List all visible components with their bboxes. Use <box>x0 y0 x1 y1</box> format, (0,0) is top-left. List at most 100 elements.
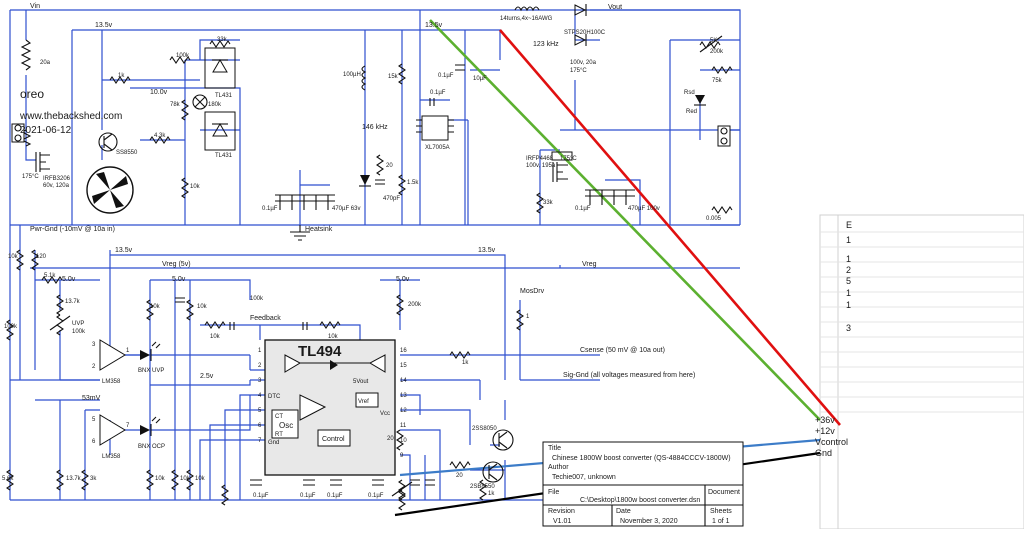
mosfet-icon <box>552 162 568 182</box>
sheet-cell: 1 <box>846 235 851 245</box>
pin-label: 14 <box>400 378 407 384</box>
mosfet-icon <box>35 152 50 172</box>
pin-label: 1 <box>258 348 262 354</box>
sheets-label: Sheets <box>710 508 732 515</box>
tl431-box <box>204 47 236 89</box>
net-2v5: 2.5v <box>200 373 214 380</box>
component-label: 0.1µF <box>430 90 446 96</box>
component-label: IRFP4468 <box>526 156 554 162</box>
block-label: Gnd <box>268 440 279 446</box>
component-label: 175°C <box>22 174 39 180</box>
component-label: 180k <box>208 102 222 108</box>
net-heatsink: Heatsink <box>305 226 333 233</box>
inductor-icon <box>514 6 540 12</box>
component-label: 1k <box>488 491 495 497</box>
component-label: 100k <box>4 324 18 330</box>
component-label: UVP <box>72 321 84 327</box>
component-label: 2SB8550 <box>470 484 495 490</box>
component-label: 75k <box>712 78 723 84</box>
component-label: 0.005 <box>706 216 722 222</box>
net-vout: Vout <box>608 4 622 11</box>
net-5vout: 5Vout <box>353 379 369 385</box>
spreadsheet-fragment: E 1 1 2 5 1 1 3 <box>819 214 1024 530</box>
lm358-comparator-a <box>99 339 126 371</box>
net-feedback: Feedback <box>250 315 281 322</box>
tl431-box <box>204 111 236 151</box>
block-label: RT <box>275 432 283 438</box>
fan-icon <box>86 166 134 214</box>
thermistor-icon <box>192 94 208 110</box>
component-label: Red <box>686 109 697 115</box>
label-gnd: Gnd <box>815 448 832 458</box>
component-label: 175°C <box>560 156 577 162</box>
component-label: 10k <box>8 254 19 260</box>
pnp-transistor-icon <box>482 461 504 483</box>
component-label: TL431 <box>215 153 233 159</box>
net-vreg: Vreg (5v) <box>162 261 191 268</box>
component-label: 20 <box>386 163 393 169</box>
sheet-cell: 2 <box>846 265 851 275</box>
component-label: 200k <box>710 49 724 55</box>
capacitor-icon <box>429 98 435 106</box>
component-label: 470pF <box>383 196 400 202</box>
component-label: 78k <box>170 102 181 108</box>
file-label: File <box>548 489 559 496</box>
component-label: 100k <box>176 53 190 59</box>
component-label: 10µF <box>473 76 487 82</box>
component-label: 15k <box>388 74 399 80</box>
component-label: 1k <box>462 360 469 366</box>
lm358-comparator-b <box>99 414 126 446</box>
block-label: Control <box>322 436 345 443</box>
title-block: Title Chinese 1800W boost converter (QS-… <box>542 441 744 527</box>
component-label: 120 <box>36 254 47 260</box>
diode-icon <box>574 34 587 46</box>
label-36v: +36v <box>815 415 835 425</box>
component-label: 33k <box>543 200 554 206</box>
sheet-cell: 1 <box>846 288 851 298</box>
net-5v: 5.0v <box>396 276 410 283</box>
component-label: 100k <box>72 329 86 335</box>
component-label: LM358 <box>102 379 121 385</box>
freq-123khz: 123 kHz <box>533 41 559 48</box>
component-label: 0.1µF <box>262 206 278 212</box>
component-label: 175°C <box>570 68 587 74</box>
pin-label: 16 <box>400 348 407 354</box>
document-label: Document <box>708 489 740 496</box>
pin-label: 4 <box>258 393 262 399</box>
component-label: 1.5k <box>407 180 419 186</box>
component-label: 10k <box>150 304 161 310</box>
component-label: 33k <box>217 37 228 43</box>
component-label: SS8550 <box>116 150 138 156</box>
label-12v: +12v <box>815 426 835 436</box>
overlay-green-line <box>429 19 821 421</box>
pin-label: 7 <box>126 423 130 429</box>
block-label: Vcc <box>380 411 390 417</box>
component-label: 13.7k <box>66 476 82 482</box>
capacitor-bank-icon <box>275 194 335 210</box>
resistor-icon <box>109 76 131 84</box>
component-label: 10k <box>210 334 221 340</box>
led-icon <box>140 350 150 360</box>
component-label: 470µF 100v <box>628 206 660 212</box>
net-pwr-gnd: Pwr-Gnd (-10mV @ 10a in) <box>30 226 115 233</box>
net-5v: 5.0v <box>172 276 186 283</box>
component-label: 10k <box>197 304 208 310</box>
component-label: 13.7k <box>65 299 81 305</box>
net-5v: 5.0v <box>62 276 76 283</box>
component-label: LM358 <box>102 454 121 460</box>
component-label: 10k <box>328 334 339 340</box>
block-label: Vref <box>358 399 369 405</box>
component-label: IRFB3206 <box>43 176 71 182</box>
net-mosdrv: MosDrv <box>520 288 545 295</box>
net-13v5: 13.5v <box>115 247 133 254</box>
revision-value: V1.01 <box>553 518 571 525</box>
pnp-transistor-icon <box>98 132 118 152</box>
component-label: 2SS8050 <box>472 426 497 432</box>
component-label: XL7005A <box>425 145 450 151</box>
block-label: Osc <box>279 421 293 430</box>
pin-label: 5 <box>92 417 96 423</box>
pin-label: 9 <box>400 453 404 459</box>
npn-transistor-icon <box>492 429 514 451</box>
